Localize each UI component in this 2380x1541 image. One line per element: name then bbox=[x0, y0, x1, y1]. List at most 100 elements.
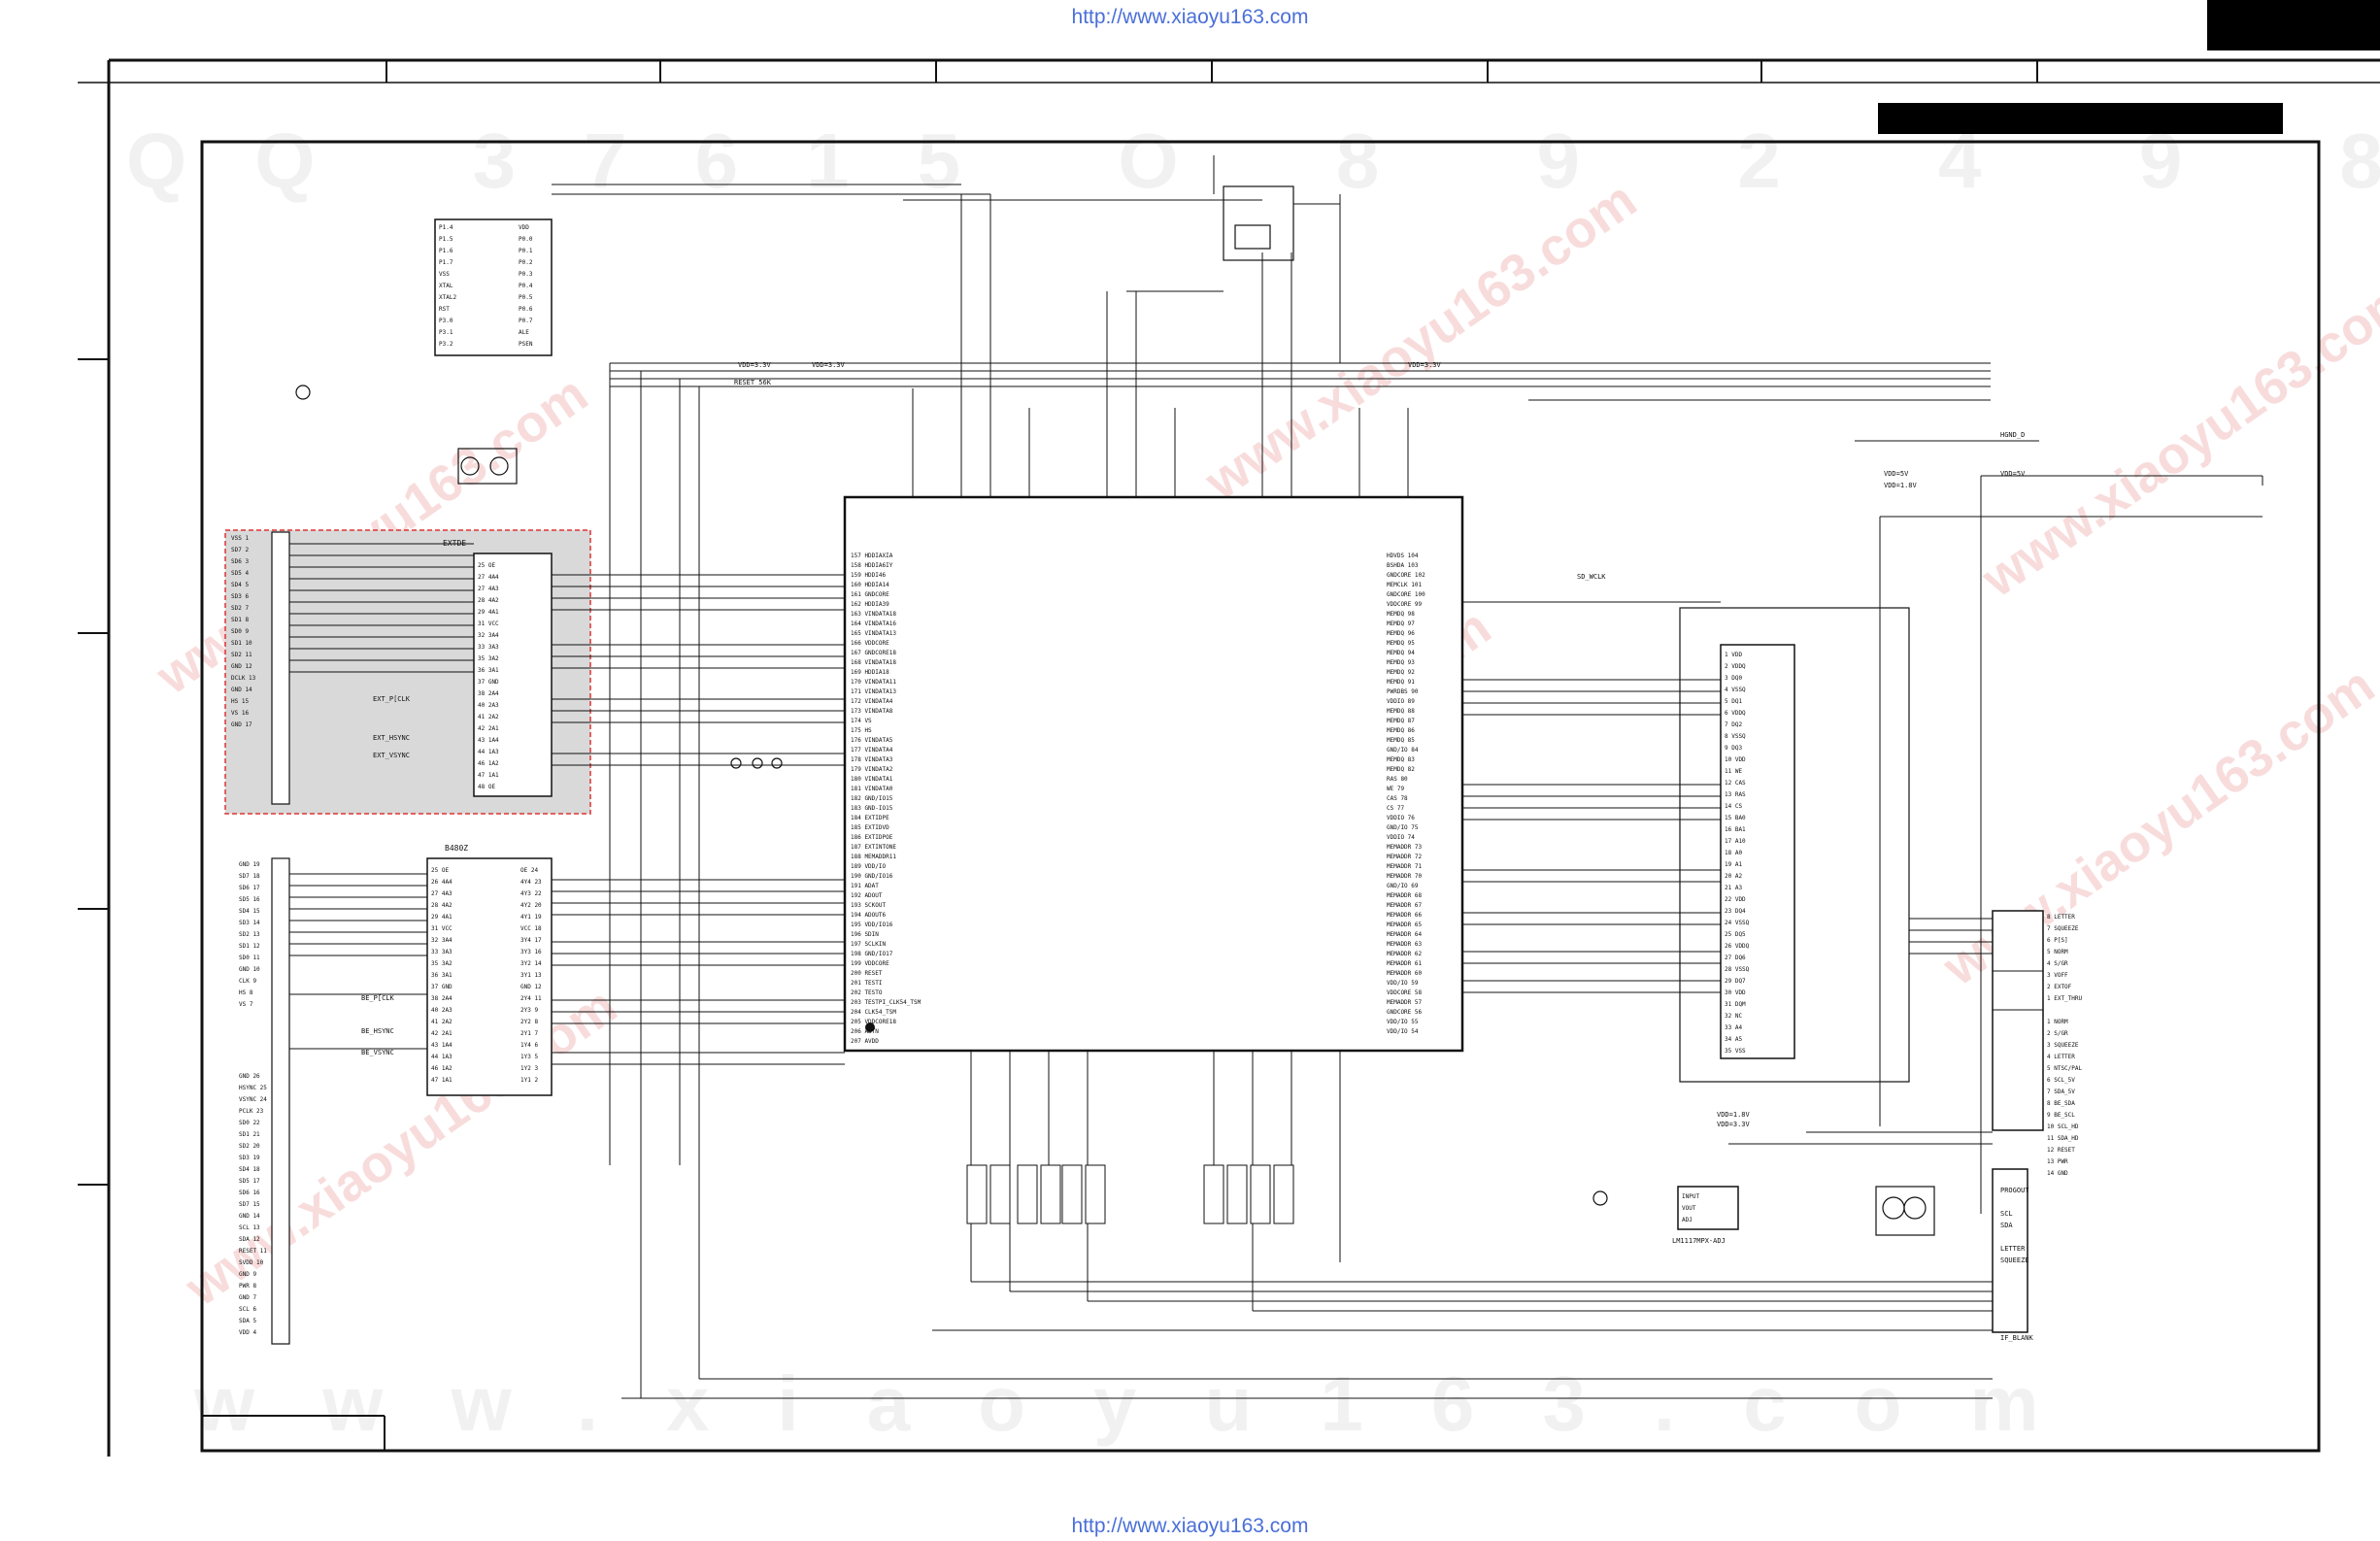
svg-text:161 GNDCORE: 161 GNDCORE bbox=[851, 591, 889, 598]
svg-text:37 GND: 37 GND bbox=[431, 984, 453, 990]
svg-text:RESET 11: RESET 11 bbox=[239, 1248, 267, 1255]
svg-text:16 BA1: 16 BA1 bbox=[1725, 826, 1746, 833]
svg-text:SD1 21: SD1 21 bbox=[239, 1131, 260, 1138]
svg-text:3Y1 13: 3Y1 13 bbox=[520, 972, 542, 979]
svg-text:1Y2 3: 1Y2 3 bbox=[520, 1065, 538, 1072]
svg-text:164 VINDATA16: 164 VINDATA16 bbox=[851, 620, 896, 627]
main-video-processor bbox=[843, 495, 1464, 1053]
svg-text:MEMADDR 67: MEMADDR 67 bbox=[1387, 902, 1423, 909]
regulator-lm1117: INPUT VOUT ADJ LM1117MPX-ADJ bbox=[1672, 1186, 1739, 1245]
svg-text:SD3 19: SD3 19 bbox=[239, 1155, 260, 1161]
svg-text:MEMDQ 85: MEMDQ 85 bbox=[1387, 737, 1415, 744]
svg-text:2Y1 7: 2Y1 7 bbox=[520, 1030, 538, 1037]
svg-text:172 VINDATA4: 172 VINDATA4 bbox=[851, 698, 893, 705]
svg-text:MEMDQ 92: MEMDQ 92 bbox=[1387, 669, 1415, 676]
svg-text:195 VDD/IO16: 195 VDD/IO16 bbox=[851, 921, 893, 928]
svg-text:6 SCL_5V: 6 SCL_5V bbox=[2047, 1077, 2075, 1084]
svg-text:GND 12: GND 12 bbox=[520, 984, 542, 990]
svg-text:176 VINDATA5: 176 VINDATA5 bbox=[851, 737, 893, 744]
svg-text:204 CLK54_TSM: 204 CLK54_TSM bbox=[851, 1009, 896, 1016]
svg-text:VDD 4: VDD 4 bbox=[239, 1329, 256, 1336]
svg-text:SD2 11: SD2 11 bbox=[231, 652, 252, 658]
svg-text:27 4A3: 27 4A3 bbox=[478, 586, 499, 592]
svg-text:RST: RST bbox=[439, 306, 450, 313]
svg-text:MEMDQ 86: MEMDQ 86 bbox=[1387, 727, 1415, 734]
svg-text:8 VSSQ: 8 VSSQ bbox=[1725, 733, 1746, 740]
svg-text:21 A3: 21 A3 bbox=[1725, 885, 1742, 891]
svg-text:VCC 18: VCC 18 bbox=[520, 925, 542, 932]
svg-text:12 RESET: 12 RESET bbox=[2047, 1147, 2075, 1154]
svg-text:25 OE: 25 OE bbox=[431, 867, 449, 874]
net-squeeze: SQUEEZE bbox=[2000, 1256, 2029, 1264]
svg-text:SD3 6: SD3 6 bbox=[231, 593, 249, 600]
svg-text:VDD/IO 55: VDD/IO 55 bbox=[1387, 1019, 1419, 1025]
svg-text:18 A0: 18 A0 bbox=[1725, 850, 1742, 856]
svg-text:2Y2 8: 2Y2 8 bbox=[520, 1019, 538, 1025]
svg-text:44 1A3: 44 1A3 bbox=[478, 749, 499, 755]
net-vdd33-bottom: VDD=3.3V bbox=[1717, 1121, 1751, 1128]
svg-text:27 DQ6: 27 DQ6 bbox=[1725, 955, 1746, 961]
svg-text:GND 10: GND 10 bbox=[239, 966, 260, 973]
svg-text:SD5 16: SD5 16 bbox=[239, 896, 260, 903]
net-blank: IF_BLANK bbox=[2000, 1334, 2034, 1342]
svg-text:PSEN: PSEN bbox=[519, 341, 533, 348]
svg-text:SD7 18: SD7 18 bbox=[239, 873, 260, 880]
svg-text:31 DQM: 31 DQM bbox=[1725, 1001, 1746, 1008]
svg-text:46 1A2: 46 1A2 bbox=[431, 1065, 453, 1072]
svg-text:13 RAS: 13 RAS bbox=[1725, 791, 1746, 798]
svg-text:4 S/GR: 4 S/GR bbox=[2047, 960, 2068, 967]
svg-text:P1.7: P1.7 bbox=[439, 259, 453, 266]
svg-text:190 GND/IO16: 190 GND/IO16 bbox=[851, 873, 893, 880]
svg-text:SD6 3: SD6 3 bbox=[231, 558, 249, 565]
svg-text:MEMDQ 82: MEMDQ 82 bbox=[1387, 766, 1415, 773]
svg-text:189 VDD/IO: 189 VDD/IO bbox=[851, 863, 887, 870]
svg-text:4Y1 19: 4Y1 19 bbox=[520, 914, 542, 921]
url-top[interactable]: http://www.xiaoyu163.com bbox=[1071, 6, 1309, 28]
svg-text:41 2A2: 41 2A2 bbox=[478, 714, 499, 720]
svg-text:VDDCORE 58: VDDCORE 58 bbox=[1387, 989, 1423, 996]
svg-text:VSYNC 24: VSYNC 24 bbox=[239, 1096, 267, 1103]
svg-text:10 VDD: 10 VDD bbox=[1725, 756, 1746, 763]
svg-text:2Y3 9: 2Y3 9 bbox=[520, 1007, 538, 1014]
svg-text:177 VINDATA4: 177 VINDATA4 bbox=[851, 747, 893, 754]
svg-text:203 TESTPI_CLK54_TSM: 203 TESTPI_CLK54_TSM bbox=[851, 999, 922, 1006]
svg-text:201 TESTI: 201 TESTI bbox=[851, 980, 883, 987]
svg-text:32 3A4: 32 3A4 bbox=[478, 632, 499, 639]
svg-text:P1.4: P1.4 bbox=[439, 224, 453, 231]
svg-text:35 VSS: 35 VSS bbox=[1725, 1048, 1746, 1055]
svg-text:25 DQ5: 25 DQ5 bbox=[1725, 931, 1746, 938]
svg-text:1 VDD: 1 VDD bbox=[1725, 652, 1742, 658]
svg-text:2 VDDQ: 2 VDDQ bbox=[1725, 663, 1746, 670]
svg-text:XTAL2: XTAL2 bbox=[439, 294, 456, 301]
svg-text:187 EXTINTONE: 187 EXTINTONE bbox=[851, 844, 896, 851]
svg-text:MEMCLK 101: MEMCLK 101 bbox=[1387, 582, 1423, 588]
net-vdd33-1: VDD=3.3V bbox=[738, 361, 772, 369]
svg-text:165 VINDATA13: 165 VINDATA13 bbox=[851, 630, 896, 637]
svg-text:MEMADDR 63: MEMADDR 63 bbox=[1387, 941, 1423, 948]
svg-text:31 VCC: 31 VCC bbox=[431, 925, 453, 932]
net-be-pclk: BE_P[CLK bbox=[361, 994, 395, 1002]
svg-text:28 4A2: 28 4A2 bbox=[431, 902, 453, 909]
svg-text:VDDIO 74: VDDIO 74 bbox=[1387, 834, 1415, 841]
svg-text:171 VINDATA13: 171 VINDATA13 bbox=[851, 688, 896, 695]
net-reset: RESET_56K bbox=[734, 379, 772, 386]
svg-text:SD2 13: SD2 13 bbox=[239, 931, 260, 938]
svg-text:MEMADDR 72: MEMADDR 72 bbox=[1387, 854, 1423, 860]
svg-text:VDDIO 76: VDDIO 76 bbox=[1387, 815, 1415, 821]
svg-text:MEMADDR 70: MEMADDR 70 bbox=[1387, 873, 1423, 880]
svg-text:2 EXTOF: 2 EXTOF bbox=[2047, 984, 2072, 990]
svg-text:MEMDQ 88: MEMDQ 88 bbox=[1387, 708, 1415, 715]
net-ext-vsync: EXT_VSYNC bbox=[373, 752, 410, 759]
net-vdd5-right: VDD=5V bbox=[2000, 470, 2026, 478]
svg-text:CLK 9: CLK 9 bbox=[239, 978, 256, 985]
svg-text:P1.6: P1.6 bbox=[439, 248, 453, 254]
svg-text:VSS 1: VSS 1 bbox=[231, 535, 249, 542]
svg-text:192 ADOUT: 192 ADOUT bbox=[851, 892, 883, 899]
svg-text:3Y4 17: 3Y4 17 bbox=[520, 937, 542, 944]
url-bottom[interactable]: http://www.xiaoyu163.com bbox=[1071, 1515, 1309, 1537]
svg-text:MEMADDR 66: MEMADDR 66 bbox=[1387, 912, 1423, 919]
svg-text:HDVDS 104: HDVDS 104 bbox=[1387, 553, 1419, 559]
svg-text:P0.7: P0.7 bbox=[519, 318, 533, 324]
